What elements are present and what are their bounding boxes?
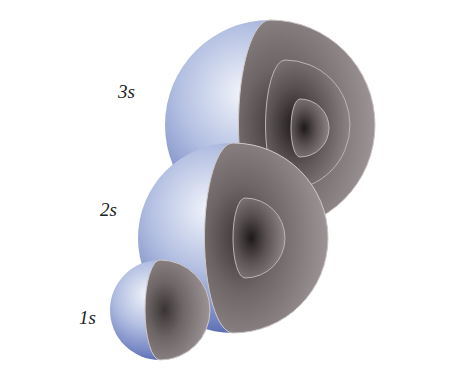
orbital-label: 1s: [79, 308, 96, 329]
orbital-label: 2s: [100, 200, 117, 221]
orbital-1s: [110, 260, 210, 360]
orbital-label: 3s: [118, 82, 135, 103]
